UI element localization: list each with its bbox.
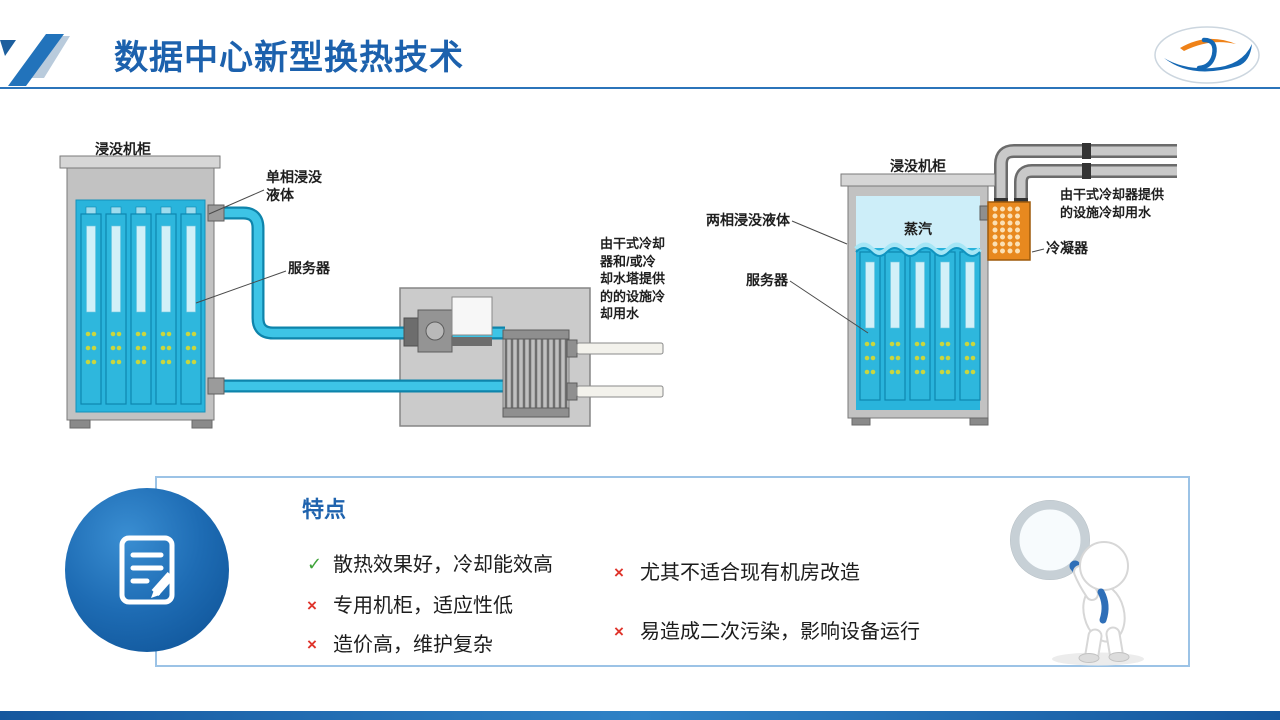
server-blade [860,252,880,400]
header-decoration-shapes [0,34,70,86]
slide-title: 数据中心新型换热技术 [114,39,464,77]
tank-foot [191,419,213,429]
cross-icon: × [614,622,624,641]
left-server-label: 服务器 [288,260,330,276]
condenser-block [979,201,1031,261]
tank-foot [69,419,91,429]
magnifier-figure-illustration [1010,500,1144,666]
features-panel: 特点 ✓ 散热效果好，冷却能效高 × 专用机柜，适应性低 × 造价高，维护复杂 × 尤其… [155,476,1190,667]
server-blade [885,252,905,400]
server-blade [960,252,980,400]
callout-lines-right [789,220,1045,334]
facility-water-pipes-left [566,339,664,401]
company-logo-icon [1154,26,1260,84]
check-icon: ✓ [307,554,323,574]
feature-text: 易造成二次污染，影响设备运行 [640,621,920,643]
magnifier-lens [1010,500,1090,580]
figure-with-magnifier [1000,482,1170,672]
right-server-label: 服务器 [746,272,788,288]
left-cabinet-label: 浸没机柜 [95,141,151,157]
cross-icon: × [307,596,317,615]
right-fluid-label: 两相浸没液体 [706,212,790,228]
boiling-wave-surface [854,242,982,256]
facility-pipe [576,385,664,398]
figure-head [1079,541,1129,591]
server-blade [81,207,101,404]
plate-heat-exchanger [502,329,570,418]
pump-assembly [403,296,493,353]
cross-icon: × [307,635,317,654]
coolant-pipes-left [207,204,522,395]
right-cabinet-label: 浸没机柜 [890,158,946,174]
feature-item: ✓ 散热效果好，冷却能效高 [307,548,553,577]
tank-lid [840,173,996,187]
deco-triangle [0,40,16,56]
right-immersion-tank [840,173,996,426]
tank-foot [851,417,871,426]
server-blade [935,252,955,400]
control-box [451,296,493,336]
left-fluid-label: 单相浸没液体 [266,169,322,204]
footer-bar [0,711,1280,720]
feature-text: 散热效果好，冷却能效高 [333,554,553,576]
feature-item: × 易造成二次污染，影响设备运行 [614,615,920,644]
cross-icon: × [614,563,624,582]
header-divider [0,87,1280,89]
feature-item: × 尤其不适合现有机房改造 [614,556,860,585]
server-blade [910,252,930,400]
feature-item: × 专用机柜，适应性低 [307,589,513,618]
deco-slash-blue [8,34,64,86]
notes-badge [65,488,229,652]
document-pencil-icon [119,535,175,605]
vapor-label: 蒸汽 [904,221,932,237]
left-immersion-tank [59,155,221,429]
vapor-region [856,196,980,248]
condenser-label: 冷凝器 [1046,240,1088,256]
features-heading: 特点 [302,497,347,522]
pipe-connector [207,377,225,395]
callout-lines-left [195,189,287,304]
tank-foot [969,417,989,426]
server-blade [131,207,151,404]
server-blade [106,207,126,404]
facility-pipe [576,342,664,355]
left-facility-water-label: 由干式冷却器和/或冷却水塔提供的的设施冷却用水 [600,236,666,322]
feature-text: 尤其不适合现有机房改造 [640,562,860,584]
feature-text: 专用机柜，适应性低 [333,595,513,617]
facility-water-pipes-right [994,143,1177,210]
feature-text: 造价高，维护复杂 [333,634,493,656]
server-blade [156,207,176,404]
right-facility-water-label: 由干式冷却器提供的设施冷却用水 [1060,187,1165,220]
server-blade [181,207,201,404]
feature-item: × 造价高，维护复杂 [307,628,493,657]
